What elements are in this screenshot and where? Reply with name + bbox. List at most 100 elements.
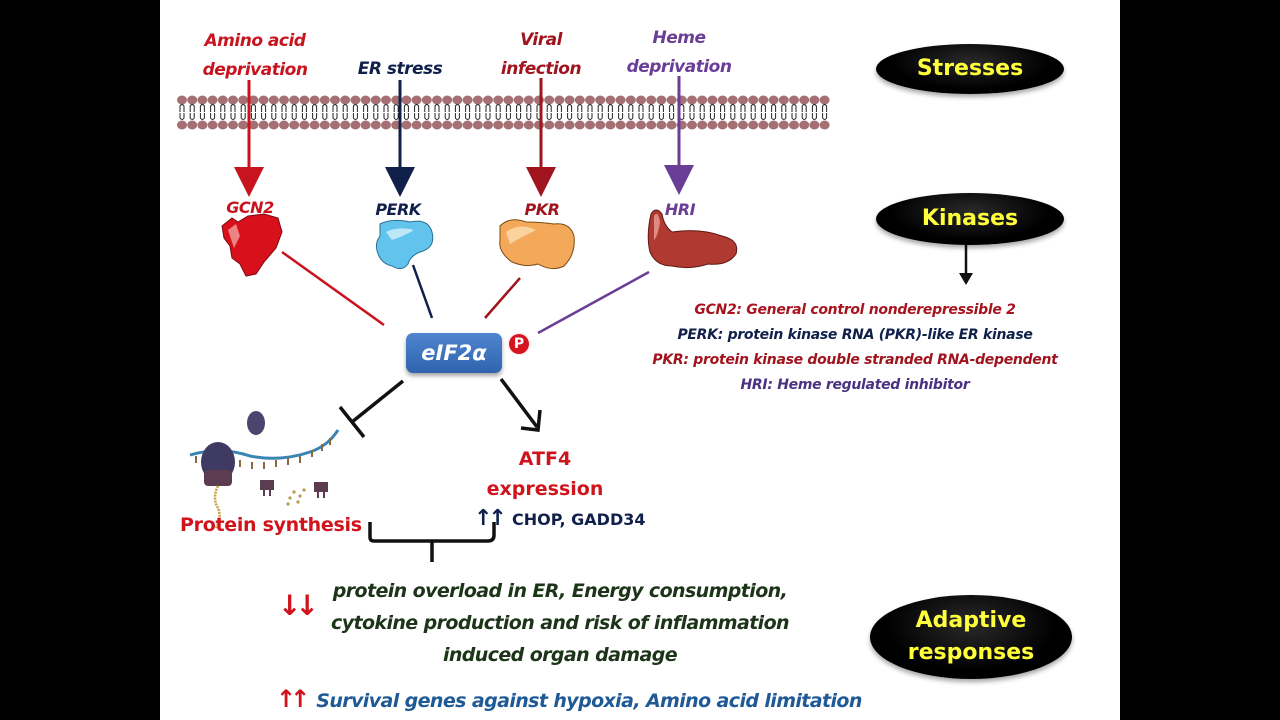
lipid-tail xyxy=(730,104,736,112)
lipid-tail xyxy=(465,113,471,120)
free-ribosome-subunit xyxy=(247,411,265,435)
lipid-head xyxy=(513,120,524,130)
lipid-tail xyxy=(363,104,369,112)
mrna-codons xyxy=(195,438,331,469)
lipid-head xyxy=(595,95,606,105)
lipid-tail xyxy=(393,113,399,120)
lipid-tail xyxy=(342,113,348,120)
lipid-head xyxy=(207,95,218,105)
lipid-tail xyxy=(658,104,664,112)
lipid-tail xyxy=(556,113,562,120)
lipid-tail xyxy=(352,113,358,120)
lipid-tail xyxy=(689,104,695,112)
arrow-head-atf4 xyxy=(520,409,542,432)
lipid-tail xyxy=(577,113,583,120)
lipid-tail xyxy=(587,113,593,120)
lipid-head xyxy=(687,120,697,130)
decrease-outcome-line: induced organ damage xyxy=(442,644,678,666)
lipid-head xyxy=(442,120,453,130)
lipid-head xyxy=(197,120,208,130)
lipid-head xyxy=(258,120,269,130)
lipid-tail xyxy=(587,104,593,112)
lipid-tail xyxy=(475,104,481,112)
legend-text: Heme regulated inhibitor xyxy=(777,377,970,393)
lipid-head xyxy=(636,120,646,130)
lipid-tail xyxy=(444,113,450,120)
lipid-head xyxy=(381,120,391,130)
lipid-tail xyxy=(781,104,787,112)
decrease-outcome-line: protein overload in ER, Energy consumpti… xyxy=(332,580,788,602)
decrease-outcome-text: protein overload in ER, Energy consumpti… xyxy=(300,575,820,671)
lipid-tail xyxy=(516,113,522,120)
lipid-tail xyxy=(516,104,522,112)
chop-gadd34-row: ↑↑ CHOP, GADD34 xyxy=(474,506,645,531)
lipid-tail xyxy=(781,113,787,120)
lipid-tail xyxy=(811,104,817,112)
lipid-head xyxy=(238,95,249,105)
stress-label-heme-deprivation: Heme deprivation xyxy=(619,24,739,82)
lipid-head xyxy=(656,95,667,105)
lipid-head xyxy=(401,120,412,130)
lipid-head xyxy=(228,120,238,130)
lipid-tail xyxy=(199,104,205,112)
lipid-tail xyxy=(465,104,471,112)
lipid-tail xyxy=(771,113,777,120)
lipid-tail xyxy=(638,104,644,112)
lipid-head xyxy=(605,95,616,105)
lipid-tail xyxy=(638,113,644,120)
lipid-tail xyxy=(454,113,460,120)
lipid-tail xyxy=(750,113,756,120)
lipid-tail xyxy=(760,113,766,120)
lipid-head xyxy=(411,95,422,105)
pkr-protein-highlight xyxy=(506,226,536,244)
lipid-tail xyxy=(577,104,583,112)
legend-abbr: HRI: xyxy=(740,377,773,393)
perk-protein-highlight xyxy=(386,228,414,240)
lipid-head xyxy=(748,120,759,130)
lipid-tail xyxy=(607,104,613,112)
lipid-tail xyxy=(567,104,573,112)
lipid-tail xyxy=(230,104,236,112)
lipid-head xyxy=(717,95,728,105)
legend-item-gcn2: GCN2: General control nonderepressible 2 xyxy=(620,298,1090,323)
pill-adaptive-label-line: responses xyxy=(907,640,1035,665)
lipid-head xyxy=(483,95,493,105)
lipid-tail xyxy=(505,113,511,120)
trna-2 xyxy=(314,482,328,492)
lipid-head xyxy=(748,95,759,105)
lipid-tail xyxy=(220,104,226,112)
lipid-head xyxy=(299,95,310,105)
pill-adaptive-label-line: Adaptive xyxy=(915,608,1027,633)
kinase-label-gcn2: GCN2 xyxy=(226,198,274,217)
lipid-head xyxy=(432,95,442,105)
lipid-tail xyxy=(628,113,634,120)
lipid-head xyxy=(768,95,779,105)
eif2a-label: eIF2α xyxy=(421,341,487,365)
lipid-tail xyxy=(740,104,746,112)
lipid-tail xyxy=(301,113,307,120)
lipid-head xyxy=(544,120,555,130)
bracket-combine xyxy=(368,522,496,562)
legend-abbr: PERK: xyxy=(677,327,724,343)
lipid-head xyxy=(350,95,361,105)
lipid-head xyxy=(319,95,330,105)
lipid-head xyxy=(656,120,667,130)
lipid-head xyxy=(789,120,799,130)
lipid-tail xyxy=(709,104,715,112)
lipid-tail xyxy=(261,104,267,112)
pill-stresses: Stresses xyxy=(876,44,1064,94)
eif2a-node: eIF2α xyxy=(406,333,502,373)
lipid-head xyxy=(330,120,340,130)
lipid-head xyxy=(585,95,595,105)
lipid-tail xyxy=(403,113,409,120)
lipid-head xyxy=(799,95,810,105)
lipid-tail xyxy=(240,104,246,112)
decrease-outcome-line: cytokine production and risk of inflamma… xyxy=(331,612,790,634)
lipid-head xyxy=(309,120,320,130)
lipid-head xyxy=(605,120,616,130)
stress-label-line: Heme xyxy=(652,28,706,48)
stress-label-line: deprivation xyxy=(202,60,308,80)
lipid-head xyxy=(778,95,789,105)
lipid-head xyxy=(544,95,555,105)
lipid-tail xyxy=(597,113,603,120)
